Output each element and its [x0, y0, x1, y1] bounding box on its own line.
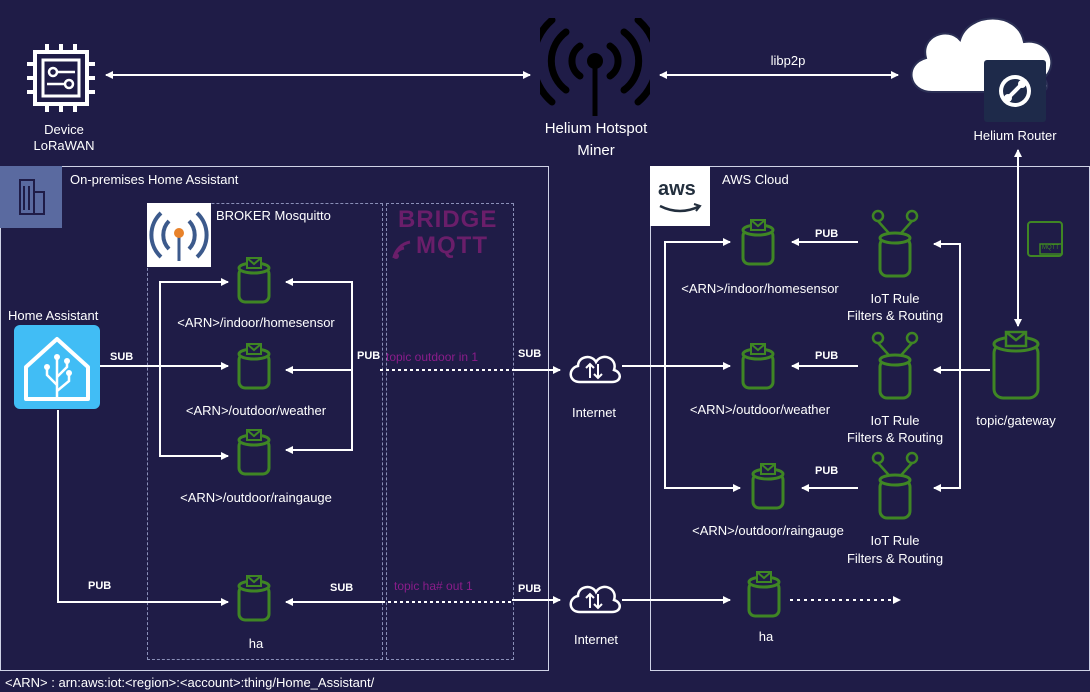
aws-topic-label: <ARN>/outdoor/raingauge	[692, 523, 844, 538]
iot-rule-label: IoT Rule	[870, 413, 920, 428]
bridge-topic-1: topic outdoor in 1	[386, 350, 479, 364]
pub-label-broker: PUB	[357, 350, 381, 362]
onprem-topic-label: <ARN>/indoor/homesensor	[177, 315, 335, 330]
iot-rule-label-2: Filters & Routing	[846, 551, 944, 566]
device-label-2: LoRaWAN	[33, 138, 95, 153]
broker-title: BROKER Mosquitto	[216, 208, 331, 223]
home-assistant-label: Home Assistant	[8, 308, 99, 323]
topic-icon	[234, 574, 274, 624]
iot-rule-icon	[870, 208, 920, 282]
aws-pub-label: PUB	[815, 465, 839, 477]
mqtt-badge-text: MQTT	[1042, 245, 1059, 251]
iot-rule-icon	[870, 330, 920, 404]
internet-cloud-icon	[566, 580, 622, 616]
bridge-container	[386, 203, 514, 660]
gateway-topic-icon	[990, 330, 1042, 402]
iot-rule-label: IoT Rule	[870, 533, 920, 548]
onprem-topic-label: <ARN>/outdoor/raingauge	[180, 490, 332, 505]
hotspot-label-1: Helium Hotspot	[544, 120, 648, 137]
arn-footnote: <ARN> : arn:aws:iot:<region>:<account>:t…	[5, 675, 375, 690]
mosquitto-logo	[147, 203, 211, 267]
aws-pub-label: PUB	[815, 228, 839, 240]
topic-icon	[234, 256, 274, 306]
onprem-title: On-premises Home Assistant	[70, 172, 239, 187]
mqtt-badge-icon: MQTT	[1026, 220, 1064, 258]
helium-router-icon	[984, 60, 1046, 122]
topic-icon	[744, 570, 784, 620]
iot-rule-icon	[870, 450, 920, 524]
home-assistant-icon	[14, 325, 100, 409]
sub-label-left: SUB	[110, 351, 134, 363]
bridge-mqtt-logo: BRIDGE MQTT	[392, 206, 508, 262]
aws-pub-label: PUB	[815, 350, 839, 362]
aws-topic-label: <ARN>/indoor/homesensor	[681, 281, 839, 296]
mqtt-text: MQTT	[416, 232, 488, 259]
onprem-topic-label: <ARN>/outdoor/weather	[185, 403, 327, 418]
internet-label-1: Internet	[571, 405, 617, 420]
internet-cloud-icon	[566, 350, 622, 386]
iot-rule-label-2: Filters & Routing	[846, 308, 944, 323]
broker-container	[147, 203, 383, 660]
helium-router-label: Helium Router	[973, 128, 1057, 143]
aws-logo-text: aws	[658, 178, 696, 200]
topic-icon	[738, 342, 778, 392]
aws-title: AWS Cloud	[722, 172, 789, 187]
topic-icon	[748, 462, 788, 512]
gateway-label: topic/gateway	[976, 413, 1056, 428]
libp2p-label: libp2p	[770, 53, 806, 68]
aws-topic-label: <ARN>/outdoor/weather	[689, 402, 831, 417]
internet-label-2: Internet	[573, 632, 619, 647]
sub-label-right: SUB	[518, 348, 542, 360]
topic-icon	[738, 218, 778, 268]
antenna-icon	[529, 16, 661, 118]
pub-label-bottom-left: PUB	[88, 580, 112, 592]
hotspot-label-2: Miner	[577, 142, 615, 159]
bridge-text: BRIDGE	[398, 206, 498, 233]
chip-icon	[25, 42, 97, 114]
aws-logo: aws	[650, 166, 710, 226]
bridge-topic-2: topic ha# out 1	[394, 579, 473, 593]
topic-icon	[234, 428, 274, 478]
onprem-container	[0, 166, 549, 671]
aws-topic-label: ha	[758, 629, 774, 644]
device-label-1: Device	[44, 122, 84, 137]
iot-rule-label: IoT Rule	[870, 291, 920, 306]
building-icon	[0, 166, 62, 228]
onprem-topic-label: ha	[248, 636, 264, 651]
iot-rule-label-2: Filters & Routing	[846, 430, 944, 445]
topic-icon	[234, 342, 274, 392]
sub-label-broker-bottom: SUB	[330, 582, 354, 594]
pub-label-right: PUB	[518, 583, 542, 595]
